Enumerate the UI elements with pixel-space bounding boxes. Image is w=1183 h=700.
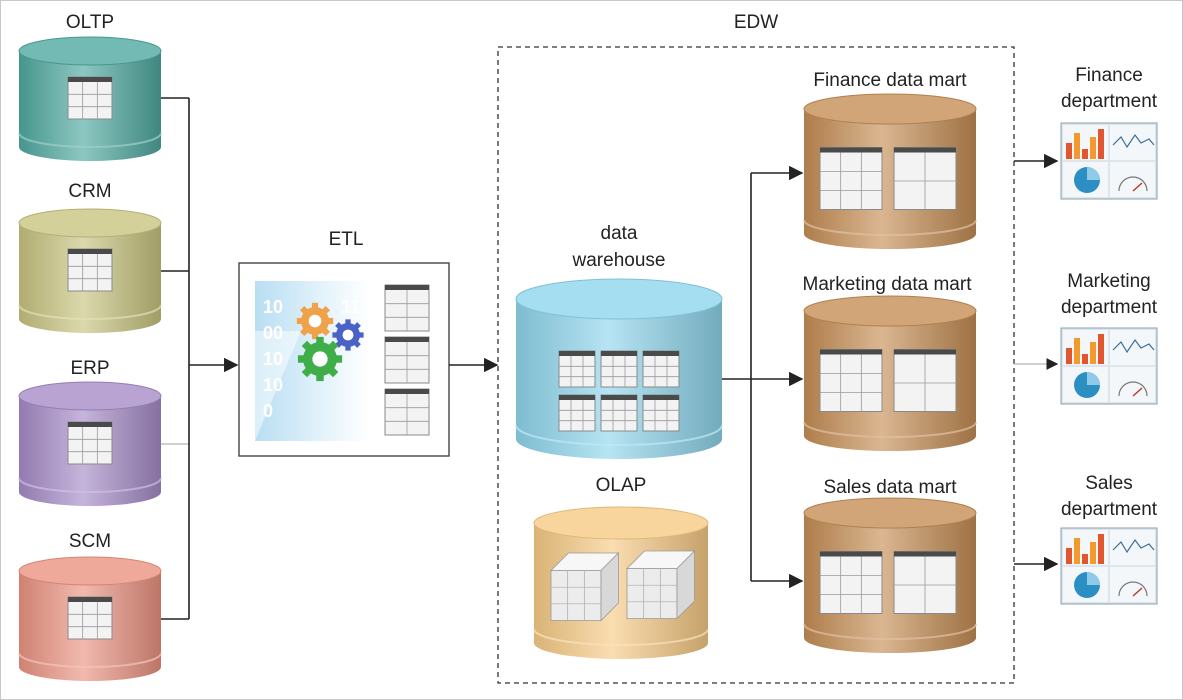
dept-label-marketing-line1: Marketing <box>1067 271 1150 292</box>
mart-label-marketing: Marketing data mart <box>803 274 973 295</box>
svg-text:11: 11 <box>341 297 360 317</box>
svg-text:10: 10 <box>263 375 283 395</box>
etl-label: ETL <box>329 229 364 250</box>
source-connectors <box>161 97 239 620</box>
source-cylinder-oltp <box>18 36 162 161</box>
dept-label-marketing-line2: department <box>1061 297 1158 318</box>
mart-label-sales: Sales data mart <box>823 477 957 498</box>
dashboard-icon-sales <box>1060 527 1158 605</box>
svg-text:0: 0 <box>263 401 273 421</box>
gear-icon-green <box>297 336 343 382</box>
svg-text:00: 00 <box>263 323 283 343</box>
edw-label: EDW <box>734 12 778 33</box>
etl-table-icons <box>384 284 430 436</box>
binary-digits: 10 00 10 10 0 11 <box>263 297 360 421</box>
svg-text:10: 10 <box>263 349 283 369</box>
dept-label-finance-line1: Finance <box>1075 65 1143 86</box>
warehouse-label-line2: warehouse <box>572 250 666 271</box>
mart-label-finance: Finance data mart <box>813 70 967 91</box>
olap-cylinder <box>533 506 709 659</box>
dept-label-sales-line1: Sales <box>1085 473 1133 494</box>
source-label-erp: ERP <box>70 358 109 379</box>
gear-icon-blue <box>332 319 364 351</box>
dept-label-sales-line2: department <box>1061 499 1158 520</box>
mart-cylinder-finance <box>803 93 977 249</box>
dept-label-finance-line2: department <box>1061 91 1158 112</box>
source-cylinder-crm <box>18 208 162 333</box>
svg-text:10: 10 <box>263 297 283 317</box>
source-cylinder-erp <box>18 381 162 506</box>
source-label-scm: SCM <box>69 531 111 552</box>
mart-cylinder-marketing <box>803 295 977 451</box>
dashboard-icon-finance <box>1060 122 1158 200</box>
olap-label: OLAP <box>596 475 647 496</box>
gear-icon-orange <box>296 302 334 340</box>
warehouse-to-mart-connectors <box>722 165 804 589</box>
source-label-crm: CRM <box>68 181 111 202</box>
data-warehouse-cylinder <box>515 278 723 459</box>
source-label-oltp: OLTP <box>66 12 114 33</box>
mart-to-department-arrows <box>1014 153 1059 572</box>
dashboard-icon-marketing <box>1060 327 1158 405</box>
warehouse-label-line1: data <box>601 223 638 244</box>
source-cylinder-scm <box>18 556 162 681</box>
mart-cylinder-sales <box>803 497 977 653</box>
